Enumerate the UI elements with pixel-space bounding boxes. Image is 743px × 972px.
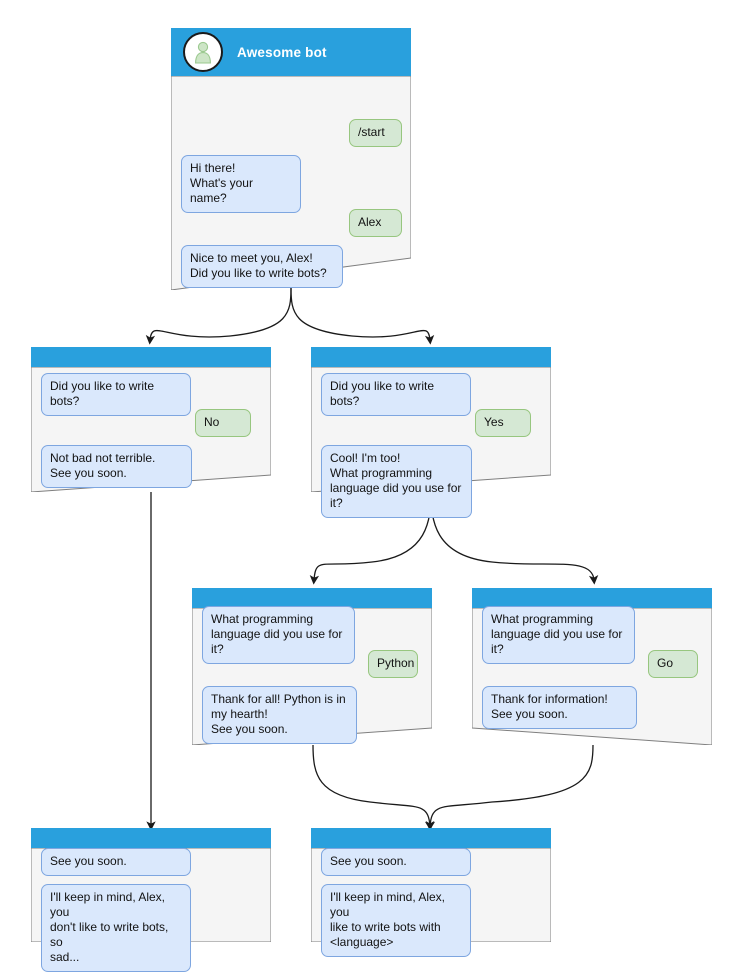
message-bubble-user[interactable]: Alex — [349, 209, 402, 237]
panel-titlebar — [311, 347, 551, 367]
message-bubble-user[interactable]: Yes — [475, 409, 531, 437]
edge-python-to-end — [312, 744, 435, 831]
edge-go-to-end — [425, 744, 594, 831]
message-bubble-bot[interactable]: Nice to meet you, Alex! Did you like to … — [181, 245, 343, 288]
message-bubble-bot[interactable]: What programming language did you use fo… — [482, 606, 635, 664]
message-bubble-user[interactable]: Python — [368, 650, 418, 678]
person-icon — [195, 41, 211, 64]
message-bubble-bot[interactable]: I'll keep in mind, Alex, you don't like … — [41, 884, 191, 972]
panel-titlebar — [192, 588, 432, 608]
panel-title: Awesome bot — [237, 44, 327, 60]
panel-titlebar — [31, 828, 271, 848]
message-bubble-user[interactable]: No — [195, 409, 251, 437]
message-bubble-bot[interactable]: Did you like to write bots? — [41, 373, 191, 416]
chat-panel-python-branch[interactable]: What programming language did you use fo… — [192, 588, 432, 745]
message-bubble-bot[interactable]: Thank for information! See you soon. — [482, 686, 637, 729]
message-bubble-bot[interactable]: What programming language did you use fo… — [202, 606, 355, 664]
message-bubble-bot[interactable]: Cool! I'm too! What programming language… — [321, 445, 472, 518]
edge-root-to-no — [145, 287, 292, 345]
panel-titlebar — [472, 588, 712, 608]
message-bubble-bot[interactable]: See you soon. — [41, 848, 191, 876]
chat-panel-end-yes[interactable]: See you soon. I'll keep in mind, Alex, y… — [311, 828, 551, 957]
avatar — [183, 32, 223, 72]
panel-titlebar: Awesome bot — [171, 28, 411, 76]
chat-panel-no-branch[interactable]: Did you like to write bots? No Not bad n… — [31, 347, 271, 492]
message-bubble-bot[interactable]: Hi there! What's your name? — [181, 155, 301, 213]
message-bubble-bot[interactable]: See you soon. — [321, 848, 471, 876]
panel-titlebar — [311, 828, 551, 848]
chat-panel-go-branch[interactable]: What programming language did you use fo… — [472, 588, 712, 745]
chat-panel-end-no[interactable]: See you soon. I'll keep in mind, Alex, y… — [31, 828, 271, 972]
message-bubble-bot[interactable]: Not bad not terrible. See you soon. — [41, 445, 192, 488]
message-bubble-bot[interactable]: Thank for all! Python is in my hearth! S… — [202, 686, 357, 744]
chat-panel-root[interactable]: Awesome bot /start Hi there! What's your… — [171, 28, 411, 290]
message-bubble-bot[interactable]: Did you like to write bots? — [321, 373, 471, 416]
message-bubble-bot[interactable]: I'll keep in mind, Alex, you like to wri… — [321, 884, 471, 957]
chat-panel-yes-branch[interactable]: Did you like to write bots? Yes Cool! I'… — [311, 347, 551, 518]
edge-root-to-yes — [290, 287, 435, 345]
message-bubble-user[interactable]: Go — [648, 650, 698, 678]
message-bubble-user[interactable]: /start — [349, 119, 402, 147]
panel-titlebar — [31, 347, 271, 367]
